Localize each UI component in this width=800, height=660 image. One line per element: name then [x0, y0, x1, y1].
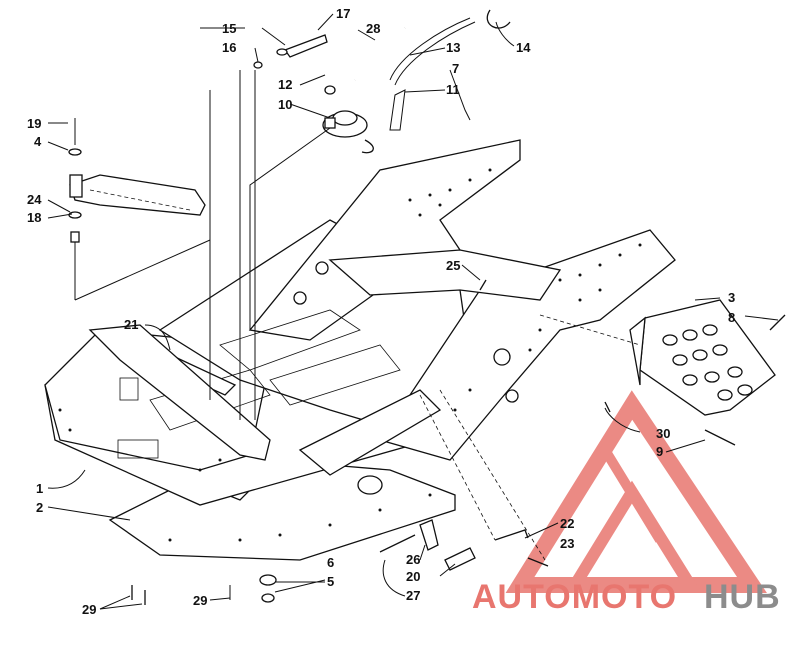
callout-12: 12 — [278, 77, 292, 92]
callout-29-left: 29 — [82, 602, 96, 617]
callout-11: 11 — [446, 82, 460, 97]
callout-17: 17 — [336, 6, 350, 21]
exhaust-pipe-assembly — [69, 174, 206, 216]
callout-6: 6 — [327, 555, 334, 570]
rail-hole-4 — [315, 261, 329, 275]
fuel-pump — [322, 110, 374, 154]
front-hoop — [88, 324, 271, 461]
callout-8: 8 — [728, 310, 735, 325]
callout-14: 14 — [516, 40, 531, 55]
callout-1: 1 — [36, 481, 43, 496]
inner-box-2 — [269, 344, 401, 406]
hose-left — [182, 34, 336, 96]
callout-13: 13 — [446, 40, 460, 55]
callout-10: 10 — [278, 97, 292, 112]
callout-27: 27 — [406, 588, 420, 603]
rivet-holes — [58, 168, 642, 542]
callout-9: 9 — [656, 444, 663, 459]
callout-3: 3 — [728, 290, 735, 305]
callout-18: 18 — [27, 210, 41, 225]
callout-22: 22 — [560, 516, 574, 531]
left-rail — [248, 139, 521, 341]
fasteners — [68, 118, 786, 605]
callout-25: 25 — [446, 258, 460, 273]
callout-29-mid: 29 — [193, 593, 207, 608]
callout-24: 24 — [27, 192, 42, 207]
rail-hole-3 — [293, 291, 307, 305]
hose-and-clamp — [352, 9, 511, 131]
callout-15: 15 — [222, 21, 236, 36]
rail-hole-1 — [493, 348, 511, 366]
cross-tube-end — [357, 475, 383, 495]
callout-7: 7 — [452, 61, 459, 76]
leader-lines — [47, 13, 779, 610]
watermark-logo — [505, 390, 767, 593]
callout-4: 4 — [34, 134, 42, 149]
front-slot — [117, 439, 159, 459]
callout-26: 26 — [406, 552, 420, 567]
logo-triangle-inner — [564, 480, 701, 591]
callout-21: 21 — [124, 317, 138, 332]
watermark-hub: HUB — [704, 578, 781, 616]
callout-23: 23 — [560, 536, 574, 551]
callout-labels: 1 2 3 8 6 5 7 9 30 10 12 11 13 14 15 16 … — [27, 6, 735, 617]
watermark-text-hub: HUB — [704, 578, 781, 616]
callout-5: 5 — [327, 574, 334, 589]
callout-30: 30 — [656, 426, 670, 441]
rail-hole-2 — [505, 389, 519, 403]
cross-tube — [298, 389, 442, 476]
watermark-automoto: AUTOMOTO — [472, 578, 677, 616]
rear-skid-plate — [629, 299, 776, 416]
watermark-text-automoto: AUTOMOTO — [472, 578, 677, 616]
callout-28: 28 — [366, 21, 380, 36]
logo-swoosh — [599, 402, 665, 543]
callout-2: 2 — [36, 500, 43, 515]
callout-19: 19 — [27, 116, 41, 131]
callout-16: 16 — [222, 40, 236, 55]
callout-20: 20 — [406, 569, 420, 584]
rear-bridge — [328, 249, 562, 301]
hoop-slot — [119, 377, 139, 401]
